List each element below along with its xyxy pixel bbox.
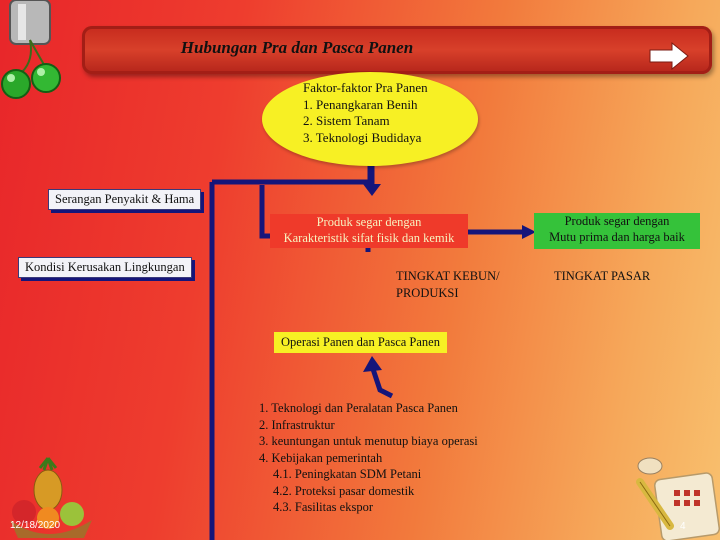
tools-icon <box>630 456 720 540</box>
operation-box: Operasi Panen dan Pasca Panen <box>274 332 447 353</box>
prime-product-box: Produk segar dengan Mutu prima dan harga… <box>534 213 700 249</box>
factor-item: 1. Teknologi dan Peralatan Pasca Panen <box>259 400 478 417</box>
page-number: 4 <box>680 521 686 532</box>
factor-item: 2. Infrastruktur <box>259 417 478 434</box>
factor-subitem: 4.3. Fasilitas ekspor <box>259 499 478 516</box>
factor-item: 3. keuntungan untuk menutup biaya operas… <box>259 433 478 450</box>
pre-harvest-text: Faktor-faktor Pra Panen 1. Penangkaran B… <box>303 80 428 146</box>
fresh-product-line: Karakteristik sifat fisik dan kemik <box>270 230 468 246</box>
pre-harvest-item: 3. Teknologi Budidaya <box>303 130 428 147</box>
fresh-product-line: Produk segar dengan <box>270 214 468 230</box>
environment-damage-label: Kondisi Kerusakan Lingkungan <box>18 257 192 278</box>
footer-date: 12/18/2020 <box>10 520 60 531</box>
pest-disease-label: Serangan Penyakit & Hama <box>48 189 201 210</box>
market-level-label: TINGKAT PASAR <box>554 268 650 285</box>
factor-subitem: 4.2. Proteksi pasar domestik <box>259 483 478 500</box>
post-harvest-factors: 1. Teknologi dan Peralatan Pasca Panen 2… <box>259 400 478 516</box>
farm-level-line: TINGKAT KEBUN/ <box>396 268 500 285</box>
factor-item: 4. Kebijakan pemerintah <box>259 450 478 467</box>
factor-subitem: 4.1. Peningkatan SDM Petani <box>259 466 478 483</box>
pre-harvest-heading: Faktor-faktor Pra Panen <box>303 80 428 97</box>
prime-product-line: Produk segar dengan <box>534 213 700 229</box>
pre-harvest-item: 2. Sistem Tanam <box>303 113 428 130</box>
prime-product-line: Mutu prima dan harga baik <box>534 229 700 245</box>
fresh-product-box: Produk segar dengan Karakteristik sifat … <box>270 214 468 248</box>
farm-level-line: PRODUKSI <box>396 285 500 302</box>
pre-harvest-item: 1. Penangkaran Benih <box>303 97 428 114</box>
farm-level-label: TINGKAT KEBUN/ PRODUKSI <box>396 268 500 301</box>
